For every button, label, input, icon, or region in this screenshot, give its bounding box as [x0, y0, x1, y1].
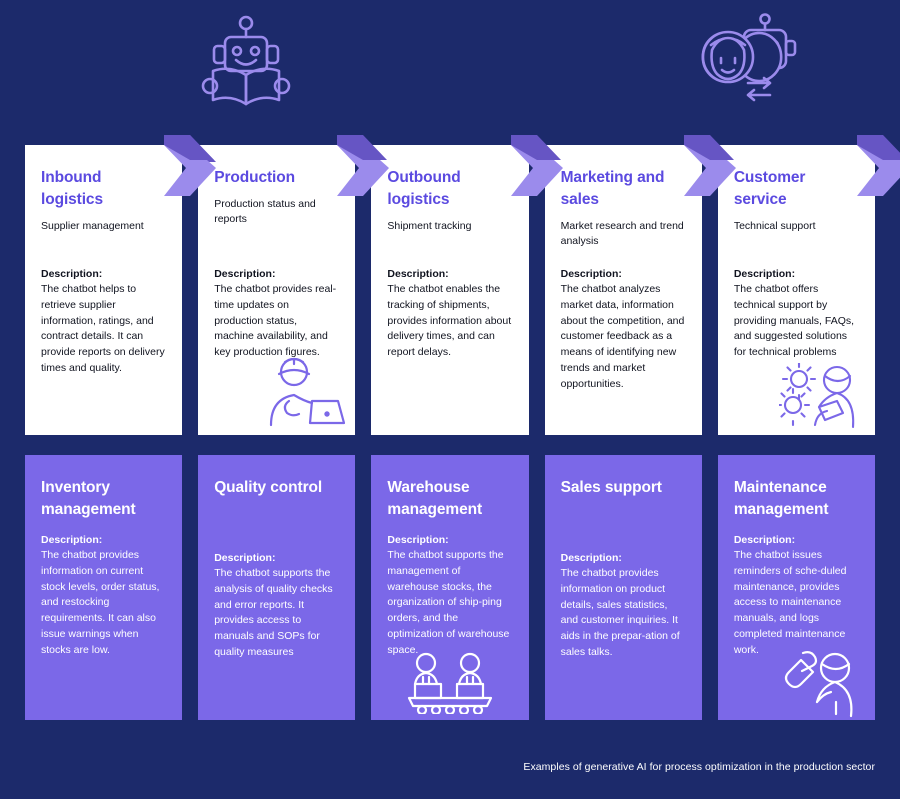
card-sales-support[interactable]: Sales support Description: The chatbot p…: [544, 455, 702, 720]
card-title: Customer service: [733, 169, 806, 208]
description-text: The chatbot issues reminders of sche-dul…: [733, 549, 847, 656]
process-board: Inbound logistics Supplier management De…: [25, 135, 900, 720]
description-block: Description: The chatbot helps to retrie…: [41, 267, 166, 377]
card-subtitle: Shipment tracking: [387, 220, 472, 232]
chevron-right-icon: [164, 135, 217, 196]
chevron-right-icon: [337, 135, 390, 196]
description-block: Description: The chatbot provides real-t…: [214, 267, 339, 361]
chevron-right-icon: [510, 135, 563, 196]
description-block: Description: The chatbot analyzes market…: [561, 267, 686, 392]
description-label: Description:: [214, 268, 276, 280]
description-text: The chatbot offers technical support by …: [733, 283, 855, 359]
description-label: Description:: [733, 268, 796, 280]
description-text: The chatbot provides information on prod…: [560, 567, 680, 658]
robot-reading-book-icon: [200, 14, 292, 115]
card-title: Inbound logistics: [41, 169, 103, 208]
card-title: Inventory management: [41, 479, 136, 518]
card-customer-service[interactable]: Customer service Technical support Descr…: [717, 135, 900, 435]
description-label: Description:: [387, 534, 449, 546]
description-label: Description:: [387, 268, 449, 280]
description-block: Description: The chatbot provides inform…: [41, 533, 166, 658]
card-title: Warehouse management: [387, 479, 483, 518]
chevron-right-icon: [857, 135, 900, 196]
description-label: Description:: [560, 268, 622, 280]
top-row: Inbound logistics Supplier management De…: [25, 135, 900, 435]
card-title: Maintenance management: [733, 479, 829, 518]
description-label: Description:: [214, 552, 276, 564]
human-robot-conversation-icon: [700, 12, 804, 115]
card-warehouse-management[interactable]: Warehouse management Description: The ch…: [371, 455, 529, 720]
card-subtitle: Production status and reports: [214, 198, 316, 226]
card-subtitle: Market research and trend analysis: [560, 220, 684, 248]
card-title: Outbound logistics: [387, 169, 461, 208]
description-label: Description:: [560, 552, 622, 564]
bottom-row: Inventory management Description: The ch…: [25, 455, 876, 720]
chevron-right-icon: [683, 135, 736, 196]
description-text: The chatbot analyzes market data, inform…: [560, 283, 685, 390]
description-block: Description: The chatbot enables the tra…: [387, 267, 512, 361]
gears-support-agent-icon: [779, 363, 855, 429]
conveyor-belt-workers-icon: [407, 652, 493, 714]
card-title: Sales support: [560, 479, 662, 496]
description-label: Description:: [733, 534, 796, 546]
description-block: Description: The chatbot supports the an…: [214, 551, 339, 661]
card-title: Marketing and sales: [560, 169, 665, 208]
description-text: The chatbot provides information on curr…: [41, 549, 160, 656]
card-maintenance-management[interactable]: Maintenance management Description: The …: [717, 455, 876, 720]
card-quality-control[interactable]: Quality control Description: The chatbot…: [198, 455, 356, 720]
card-subtitle: Technical support: [733, 220, 816, 232]
card-outbound-logistics[interactable]: Outbound logistics Shipment tracking Des…: [371, 135, 563, 435]
description-text: The chatbot supports the management of w…: [387, 549, 510, 656]
description-block: Description: The chatbot offers technica…: [734, 267, 859, 361]
description-block: Description: The chatbot issues reminder…: [734, 533, 859, 658]
card-inbound-logistics[interactable]: Inbound logistics Supplier management De…: [25, 135, 217, 435]
worker-with-laptop-icon: [270, 357, 346, 427]
description-label: Description:: [41, 268, 103, 280]
description-text: The chatbot helps to retrieve supplier i…: [41, 283, 165, 374]
card-inventory-management[interactable]: Inventory management Description: The ch…: [25, 455, 183, 720]
footer-caption: Examples of generative AI for process op…: [523, 761, 875, 773]
card-title: Quality control: [214, 479, 323, 496]
card-production[interactable]: Production Production status and reports…: [198, 135, 390, 435]
description-block: Description: The chatbot supports the ma…: [387, 533, 512, 658]
description-text: The chatbot supports the analysis of qua…: [214, 567, 333, 658]
technician-wrench-icon: [784, 651, 853, 718]
card-marketing-and-sales[interactable]: Marketing and sales Market research and …: [544, 135, 736, 435]
card-title: Production: [214, 169, 296, 186]
description-label: Description:: [41, 534, 103, 546]
card-subtitle: Supplier management: [41, 220, 144, 232]
description-text: The chatbot enables the tracking of ship…: [387, 283, 512, 359]
description-text: The chatbot provides real-time updates o…: [214, 283, 337, 359]
description-block: Description: The chatbot provides inform…: [561, 551, 686, 661]
